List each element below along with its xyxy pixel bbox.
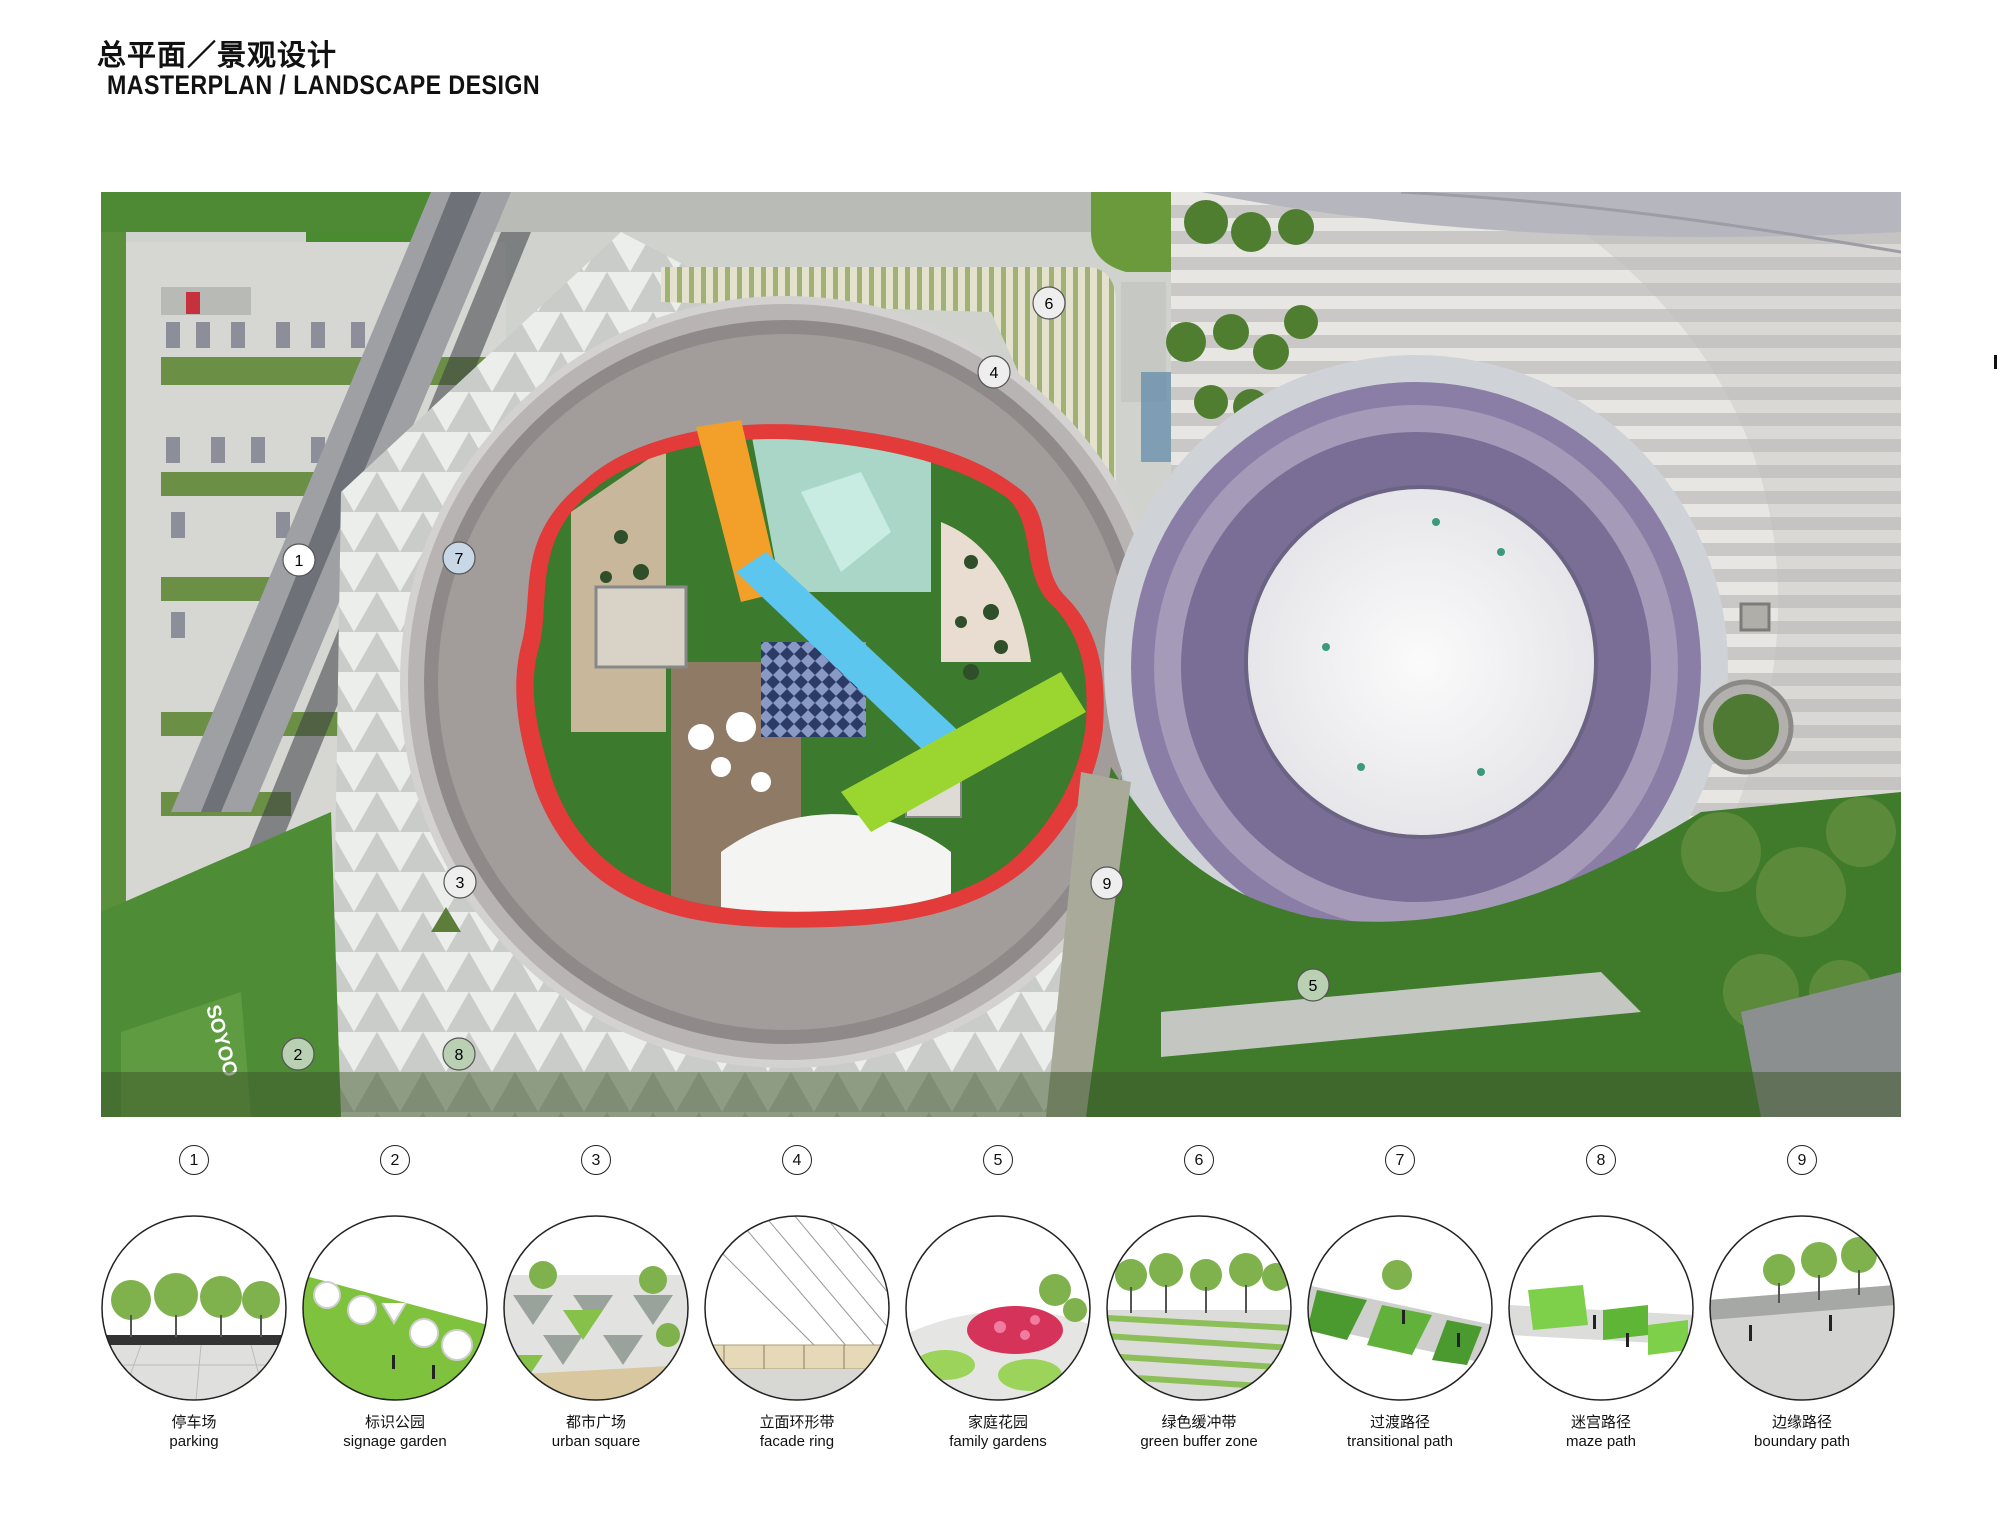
maze-blocks-icon — [1508, 1215, 1694, 1401]
svg-text:6: 6 — [1045, 296, 1054, 313]
legend-number: 2 — [380, 1145, 410, 1175]
legend-item-urban-square: 3 都市广场 urban square — [501, 1145, 691, 1485]
svg-text:1: 1 — [295, 553, 304, 570]
lime-bridge — [841, 672, 1086, 832]
plan-marker-3: 3 — [443, 865, 477, 899]
plan-marker-4: 4 — [977, 355, 1011, 389]
plan-marker-6: 6 — [1032, 286, 1066, 320]
legend-label-cn: 立面环形带 — [759, 1413, 835, 1431]
legend-item-maze-path: 8 迷宫路径 maze path — [1506, 1145, 1696, 1485]
legend-item-signage-garden: 2 标识公园 signage garden — [300, 1145, 490, 1485]
legend-number: 4 — [782, 1145, 812, 1175]
legend-label-en: parking — [169, 1433, 219, 1450]
parking-trees-icon — [101, 1215, 287, 1401]
legend-label-cn: 过渡路径 — [1369, 1413, 1430, 1431]
title-chinese: 总平面／景观设计 — [97, 38, 338, 72]
boundary-walk-icon — [1709, 1215, 1895, 1401]
green-path-icon — [1307, 1215, 1493, 1401]
plan-marker-7: 7 — [442, 541, 476, 575]
legend-number: 7 — [1385, 1145, 1415, 1175]
legend-label-en: maze path — [1565, 1433, 1637, 1450]
legend-label-cn: 家庭花园 — [967, 1413, 1028, 1431]
legend-item-family-gardens: 5 家庭花园 family gardens — [903, 1145, 1093, 1485]
plan-marker-9: 9 — [1090, 866, 1124, 900]
svg-text:7: 7 — [455, 551, 464, 568]
blue-bridge — [736, 552, 981, 777]
legend-label-en: transitional path — [1347, 1433, 1453, 1450]
plan-marker-2: 2 — [281, 1037, 315, 1071]
legend-item-green-buffer-zone: 6 绿色缓冲带 green buffer zone — [1104, 1145, 1294, 1485]
facade-ring-icon — [704, 1215, 890, 1401]
legend-label-cn: 绿色缓冲带 — [1161, 1413, 1237, 1431]
plan-marker-1: 1 — [282, 543, 316, 577]
legend-number: 1 — [179, 1145, 209, 1175]
legend-number: 9 — [1787, 1145, 1817, 1175]
soyoo-letters-icon — [302, 1215, 488, 1401]
svg-text:2: 2 — [294, 1047, 303, 1064]
round-gardens-icon — [905, 1215, 1091, 1401]
svg-text:4: 4 — [990, 365, 999, 382]
legend-label-en: urban square — [551, 1433, 641, 1450]
plan-marker-5: 5 — [1296, 968, 1330, 1002]
legend-number: 6 — [1184, 1145, 1214, 1175]
title-english: MASTERPLAN / LANDSCAPE DESIGN — [107, 70, 541, 100]
legend-label-cn: 边缘路径 — [1771, 1413, 1832, 1431]
legend-number: 3 — [581, 1145, 611, 1175]
svg-text:9: 9 — [1103, 876, 1112, 893]
legend-number: 5 — [983, 1145, 1013, 1175]
masterplan-aerial: SOYOO — [101, 192, 1901, 1117]
legend-item-facade-ring: 4 立面环形带 facade ring — [702, 1145, 892, 1485]
triangle-paving-icon — [503, 1215, 689, 1401]
legend-item-transitional-path: 7 过渡路径 transitional path — [1305, 1145, 1495, 1485]
svg-text:3: 3 — [456, 875, 465, 892]
round-hall — [1104, 355, 1728, 979]
legend-label-cn: 迷宫路径 — [1570, 1413, 1631, 1431]
legend-label-en: boundary path — [1754, 1433, 1850, 1450]
legend-label-en: facade ring — [759, 1433, 835, 1450]
plan-marker-8: 8 — [442, 1037, 476, 1071]
legend-number: 8 — [1586, 1145, 1616, 1175]
legend-label-en: family gardens — [949, 1433, 1047, 1450]
legend-label-cn: 都市广场 — [565, 1413, 626, 1431]
legend-label-cn: 停车场 — [171, 1413, 217, 1431]
legend-label-en: signage garden — [343, 1433, 447, 1450]
svg-text:8: 8 — [455, 1047, 464, 1064]
legend-label-cn: 标识公园 — [364, 1413, 425, 1431]
legend-label-en: green buffer zone — [1140, 1433, 1258, 1450]
striped-lawn-icon — [1106, 1215, 1292, 1401]
legend-item-boundary-path: 9 边缘路径 boundary path — [1707, 1145, 1897, 1485]
legend-item-parking: 1 停车场 parking — [99, 1145, 289, 1485]
svg-text:5: 5 — [1309, 978, 1318, 995]
edge-mark — [1994, 355, 1997, 369]
